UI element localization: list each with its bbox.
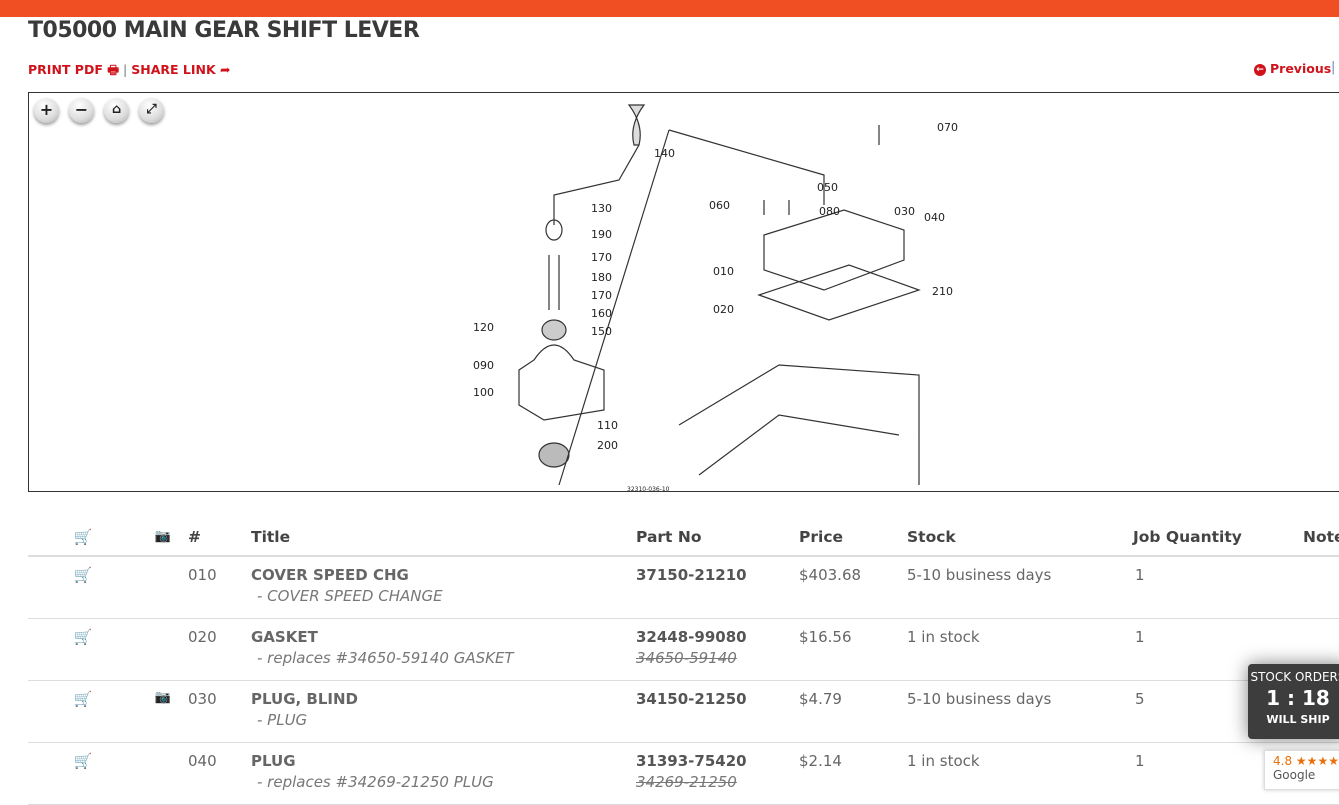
separator: | [1331,60,1336,75]
col-job-quantity: Job Quantity [1133,518,1303,557]
svg-text:020: 020 [713,303,734,316]
svg-text:210: 210 [932,285,953,298]
superseded-part-number: 34269-21250 [636,772,737,791]
table-row: 🛒 040 PLUG - replaces #34269-21250 PLUG 3… [28,742,1339,805]
star-rating-icon: ★★★★★ [1295,754,1339,768]
svg-text:040: 040 [924,211,945,224]
stock-order-countdown[interactable]: STOCK ORDERS 1 : 18 WILL SHIP [1248,664,1339,739]
parts-table: 🛒 📷 # Title Part No Price Stock Job Quan… [28,518,1339,805]
share-link[interactable]: SHARE LINK ➦ [131,62,231,77]
zoom-in-button[interactable]: + [34,98,59,123]
part-title: PLUG [251,751,296,770]
part-subtitle: - PLUG [257,710,308,729]
part-number-link[interactable]: 31393-75420 [636,751,747,770]
table-row: 🛒 📷 030 PLUG, BLIND - PLUG 34150-21250 $4… [28,680,1339,743]
col-price: Price [799,518,907,557]
svg-text:100: 100 [473,386,494,399]
fullscreen-button[interactable]: ⤢ [139,98,164,123]
superseded-part-number: 34650-59140 [636,648,737,667]
part-subtitle: - replaces #34650-59140 GASKET [257,648,514,667]
part-subtitle: - replaces #34269-21250 PLUG [257,772,494,791]
zoom-out-button[interactable]: − [69,98,94,123]
price: $403.68 [799,556,907,619]
svg-text:140: 140 [654,147,675,160]
home-button[interactable]: ⌂ [104,98,129,123]
item-number: 030 [188,680,251,743]
arrow-left-circle-icon: ← [1254,63,1266,76]
svg-text:070: 070 [937,121,958,134]
printer-icon: 🖶 [107,62,120,77]
col-num: # [188,518,251,557]
price: $16.56 [799,618,907,681]
col-part-no: Part No [636,518,799,557]
svg-text:120: 120 [473,321,494,334]
col-notes: Notes [1303,518,1339,557]
svg-text:090: 090 [473,359,494,372]
svg-text:150: 150 [591,325,612,338]
table-row: 🛒 020 GASKET - replaces #34650-59140 GASK… [28,618,1339,681]
part-title: COVER SPEED CHG [251,566,409,584]
photo-icon[interactable]: 📷 [154,689,172,705]
stock-status: 1 in stock [907,618,1133,681]
col-stock: Stock [907,518,1133,557]
part-number-link[interactable]: 34150-21250 [636,689,747,708]
table-header: 🛒 📷 # Title Part No Price Stock Job Quan… [28,518,1339,557]
notes [1303,556,1339,619]
share-arrow-icon: ➦ [220,62,231,77]
part-subtitle: - COVER SPEED CHANGE [257,587,443,605]
diagram-callouts: 140 130 190 170 180 170 160 150 120 090 … [473,121,958,491]
item-number: 040 [188,742,251,805]
job-quantity: 1 [1133,556,1303,619]
print-pdf-link[interactable]: PRINT PDF 🖶 [28,62,120,77]
item-number: 010 [188,556,251,619]
svg-text:050: 050 [817,181,838,194]
google-rating-badge[interactable]: 4.8 ★★★★★ Google [1264,750,1339,790]
cart-icon: 🛒 [28,518,138,557]
svg-text:110: 110 [597,419,618,432]
svg-text:200: 200 [597,439,618,452]
svg-text:190: 190 [591,228,612,241]
stock-status: 1 in stock [907,742,1133,805]
item-number: 020 [188,618,251,681]
part-number-link[interactable]: 37150-21210 [636,566,747,584]
camera-icon: 📷 [138,518,188,557]
top-bar [0,0,1339,17]
add-to-cart-button[interactable]: 🛒 [28,742,138,805]
svg-text:130: 130 [591,202,612,215]
svg-text:180: 180 [591,271,612,284]
previous-link[interactable]: ←Previous [1254,61,1331,76]
separator: | [123,62,128,77]
part-title: GASKET [251,627,318,646]
svg-text:060: 060 [709,199,730,212]
svg-text:010: 010 [713,265,734,278]
svg-text:32310-036-10: 32310-036-10 [627,486,670,491]
add-to-cart-button[interactable]: 🛒 [28,556,138,619]
price: $2.14 [799,742,907,805]
stock-status: 5-10 business days [907,680,1133,743]
svg-text:030: 030 [894,205,915,218]
price: $4.79 [799,680,907,743]
svg-text:170: 170 [591,289,612,302]
svg-text:170: 170 [591,251,612,264]
page-title: T05000 MAIN GEAR SHIFT LEVER [28,18,420,43]
add-to-cart-button[interactable]: 🛒 [28,618,138,681]
table-row: 🛒 010 COVER SPEED CHG - COVER SPEED CHANG… [28,556,1339,619]
action-links: PRINT PDF 🖶|SHARE LINK ➦ [28,61,231,82]
part-number-link[interactable]: 32448-99080 [636,627,747,646]
svg-text:080: 080 [819,205,840,218]
svg-text:160: 160 [591,307,612,320]
exploded-parts-diagram: 140 130 190 170 180 170 160 150 120 090 … [473,104,958,491]
part-title: PLUG, BLIND [251,689,359,708]
parts-diagram-viewer[interactable]: + − ⌂ ⤢ 140 130 190 170 180 170 160 150 [28,92,1339,492]
add-to-cart-button[interactable]: 🛒 [28,680,138,743]
col-title: Title [251,518,636,557]
stock-status: 5-10 business days [907,556,1133,619]
